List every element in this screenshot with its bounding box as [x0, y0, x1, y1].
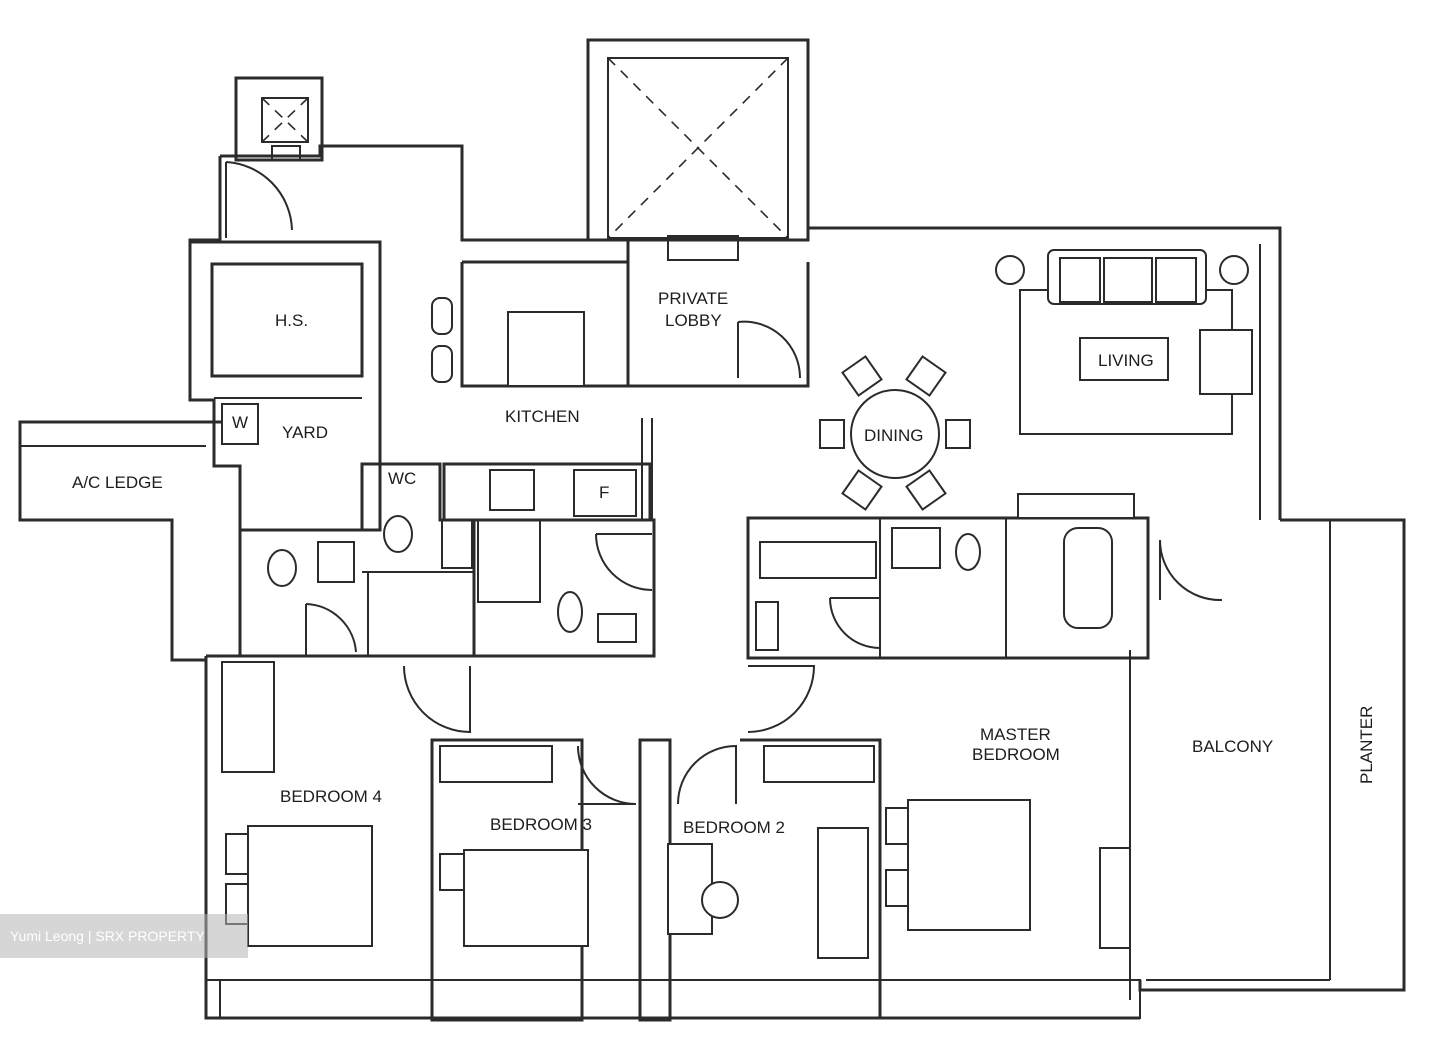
bedroom-walls — [205, 654, 1141, 1022]
washer-label: W — [232, 413, 248, 432]
balcony-label: BALCONY — [1192, 737, 1273, 756]
bedroom2-label: BEDROOM 2 — [683, 818, 785, 837]
private-lobby-label-line1: PRIVATE — [658, 289, 728, 308]
wardrobes — [221, 541, 877, 959]
living-label: LIVING — [1098, 351, 1154, 370]
beds — [225, 799, 1031, 947]
planter-label: PLANTER — [1357, 706, 1376, 784]
fridge-label: F — [599, 483, 609, 502]
hs-label: H.S. — [275, 311, 308, 330]
kitchen-block — [431, 260, 653, 522]
private-lobby — [626, 235, 810, 388]
private-lobby-label-line2: LOBBY — [665, 311, 722, 330]
service-bathrooms — [238, 462, 656, 658]
living-set — [995, 249, 1253, 435]
master-bedroom-label-line1: MASTER — [980, 725, 1051, 744]
yard-label: YARD — [282, 423, 328, 442]
bedroom4-label: BEDROOM 4 — [280, 787, 382, 806]
dining-set — [819, 355, 971, 511]
bedroom3-label: BEDROOM 3 — [490, 815, 592, 834]
dining-label: DINING — [864, 426, 924, 445]
wc-label: WC — [388, 469, 416, 488]
household-shelter-yard — [190, 161, 382, 532]
ac-ledge-label: A/C LEDGE — [72, 473, 163, 492]
kitchen-label: KITCHEN — [505, 407, 580, 426]
master-ensuite — [746, 493, 1223, 660]
master-bedroom-label-line2: BEDROOM — [972, 745, 1060, 764]
watermark-banner: Yumi Leong | SRX PROPERTY — [0, 914, 248, 958]
